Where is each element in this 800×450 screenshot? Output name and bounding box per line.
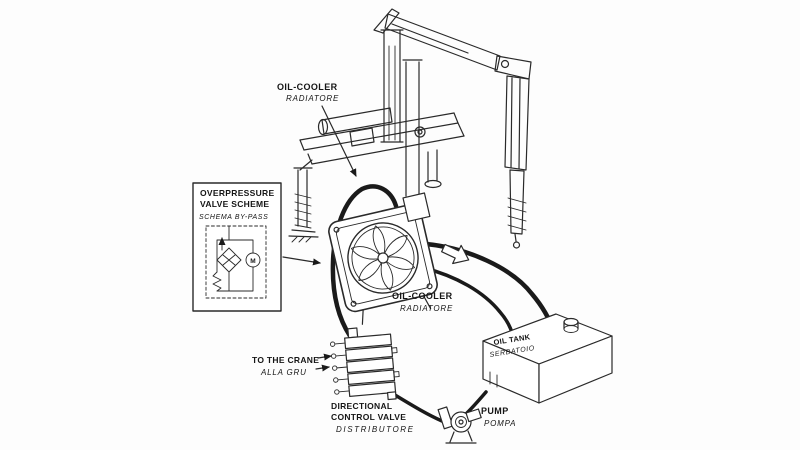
hose-radiator-to-tank <box>423 241 557 335</box>
directional-valve-label-line1: DIRECTIONAL <box>331 401 392 411</box>
directional-valve-translation: DISTRIBUTORE <box>336 425 415 434</box>
overpressure-title-line1: OVERPRESSURE <box>200 188 274 198</box>
motor-symbol-letter: M <box>250 258 255 265</box>
oil-cooler-main-translation: RADIATORE <box>400 304 453 313</box>
oil-cooler-top-label: OIL-COOLER <box>277 82 338 92</box>
oil-cooler-main-label: OIL-COOLER <box>392 291 453 301</box>
bypass-schematic <box>205 225 267 299</box>
oil-cooler-radiator-drawing <box>328 192 438 325</box>
overpressure-subtitle: SCHEMA BY-PASS <box>199 214 268 221</box>
directional-valve-label-line2: CONTROL VALVE <box>331 412 406 422</box>
directional-control-valve-drawing <box>329 327 400 401</box>
to-the-crane-translation: ALLA GRU <box>260 368 307 377</box>
overpressure-valve-scheme-box: OVERPRESSURE VALVE SCHEME SCHEMA BY-PASS… <box>192 182 282 312</box>
oil-cooler-top-translation: RADIATORE <box>286 94 339 103</box>
arrow-to-crane-1 <box>317 353 332 361</box>
oil-tank-drawing: OIL TANK SERBATOIO <box>482 313 613 404</box>
pump-label: PUMP <box>481 406 509 416</box>
to-the-crane-label: TO THE CRANE <box>252 355 319 365</box>
pump-translation: POMPA <box>484 419 516 428</box>
arrow-scheme-to-radiator <box>282 256 321 266</box>
flow-direction-arrow <box>441 243 470 265</box>
arrow-to-crane-2 <box>315 364 330 372</box>
hose-radiator-return <box>422 266 515 338</box>
arrow-label-to-machine <box>321 105 357 177</box>
pump-drawing <box>437 406 482 444</box>
crane-machine-drawing <box>288 8 532 249</box>
overpressure-title-line2: VALVE SCHEME <box>200 199 269 209</box>
